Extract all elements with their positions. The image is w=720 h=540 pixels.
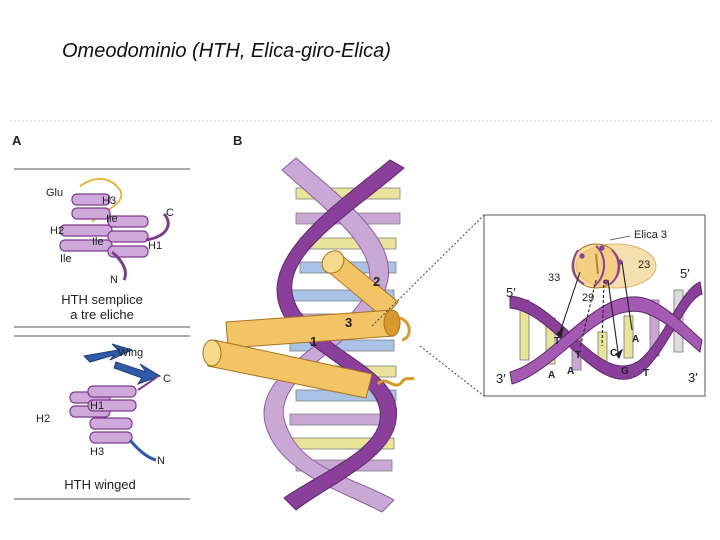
- helix-label: 1: [310, 334, 317, 349]
- helix-pointer: [609, 235, 631, 241]
- base-letter: A: [632, 334, 639, 345]
- a-bottom-label: H3: [90, 446, 104, 458]
- a-bottom-label: H1: [90, 400, 104, 412]
- a-bottom-label: N: [157, 455, 165, 467]
- base-letter: A: [567, 366, 574, 377]
- a-bottom-label: Wing: [118, 347, 143, 359]
- a-top-label: N: [110, 274, 118, 286]
- alpha-helices: [202, 250, 415, 399]
- hth-simple-ribbon: [59, 178, 170, 281]
- a-bottom-label: C: [163, 373, 171, 385]
- base-letter: T: [575, 350, 581, 361]
- strand-end: 3′: [688, 370, 698, 385]
- helix-1: [202, 339, 415, 399]
- a-top-caption-line2: a tre eliche: [70, 307, 134, 322]
- inset-helix-label: Elica 3: [634, 229, 667, 241]
- projection-line: [419, 345, 485, 397]
- helix-3: [225, 309, 411, 349]
- helix-label: 2: [373, 274, 380, 289]
- slide-title: Omeodominio (HTH, Elica-giro-Elica): [62, 40, 391, 62]
- strand-end: 5′: [506, 285, 516, 300]
- residue-label: 33: [548, 272, 560, 284]
- residue-label: 29: [582, 292, 594, 304]
- a-top-caption-line1: HTH semplice: [61, 292, 143, 307]
- a-top-label: H1: [148, 240, 162, 252]
- a-top-label: Ile: [60, 253, 72, 265]
- helix-label: 3: [345, 315, 352, 330]
- a-top-label: H2: [50, 225, 64, 237]
- a-top-label: Glu: [46, 187, 63, 199]
- a-top-label: Ile: [92, 236, 104, 248]
- panel-a-label: A: [12, 133, 22, 148]
- a-bottom-label: H2: [36, 413, 50, 425]
- a-top-label: Ile: [106, 213, 118, 225]
- recognition-helix-3: [571, 243, 657, 289]
- strand-end: 5′: [680, 266, 690, 281]
- base-letter: T: [554, 336, 560, 347]
- panel-b-label: B: [233, 133, 242, 148]
- inset-dna: [509, 281, 703, 385]
- a-top-label: C: [166, 207, 174, 219]
- strand-end: 3′: [496, 371, 506, 386]
- a-top-label: H3: [102, 195, 116, 207]
- hth-winged-ribbon: [69, 343, 162, 462]
- contact-arrows: [556, 261, 633, 360]
- base-letter: T: [643, 368, 649, 379]
- base-letter: G: [621, 366, 629, 377]
- base-letter: A: [548, 370, 555, 381]
- base-letter: C: [610, 348, 617, 359]
- a-bottom-caption: HTH winged: [64, 477, 136, 492]
- residue-label: 23: [638, 259, 650, 271]
